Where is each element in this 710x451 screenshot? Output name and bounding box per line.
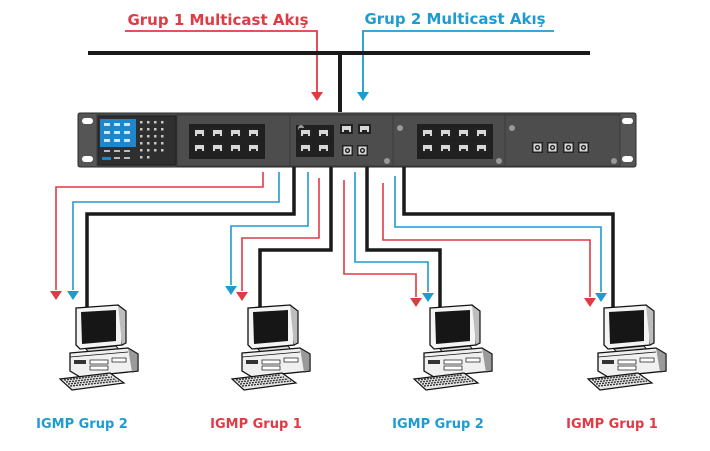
status-led [140, 142, 143, 145]
status-led [154, 142, 157, 145]
fiber-port [578, 142, 589, 153]
cable-to-host-3 [365, 167, 442, 307]
status-led [161, 128, 164, 131]
group1-stream-arrowhead [311, 92, 323, 101]
group2-stream-to-host-1 [72, 172, 280, 290]
cable-to-host-4 [402, 167, 615, 307]
group2-arrowhead [595, 293, 607, 302]
group2-stream-to-host-2 [230, 172, 309, 285]
group1-arrowhead [584, 298, 596, 307]
status-led [147, 135, 150, 138]
rj45-port [421, 143, 434, 153]
rj45-port [317, 143, 330, 153]
rj45-port [439, 143, 452, 153]
fiber-port [357, 145, 368, 156]
group1-stream-to-host-2 [241, 178, 320, 291]
stream-label-group1: Grup 1 Multicast Akış [127, 11, 308, 29]
host-label: IGMP Grup 1 [566, 417, 658, 432]
group1-arrowhead [236, 292, 248, 301]
fiber-port [342, 145, 353, 156]
stream-label-group1-text: Grup 1 Multicast Akış [127, 11, 308, 29]
group1-stream-to-host-1 [55, 172, 264, 290]
rj45-port [229, 128, 242, 138]
status-led [147, 149, 150, 152]
group2-arrowhead [422, 293, 434, 302]
group2-arrowhead [225, 286, 237, 295]
host-4: IGMP Grup 1 [566, 304, 667, 432]
fiber-port [563, 142, 574, 153]
network-switch-icon [77, 112, 637, 168]
fiber-port [547, 142, 558, 153]
rj45-port [439, 128, 452, 138]
rj45-port [457, 128, 470, 138]
rj45-port [247, 128, 260, 138]
backbone-cable [88, 51, 590, 112]
rj45-port [193, 128, 206, 138]
rj45-port [457, 143, 470, 153]
group2-stream-arrow [362, 30, 554, 92]
group1-arrowhead [410, 298, 422, 307]
rj45-port [475, 143, 488, 153]
host-3: IGMP Grup 2 [392, 304, 493, 432]
status-led [140, 121, 143, 124]
status-led [147, 128, 150, 131]
group1-stream-to-host-4 [382, 183, 591, 297]
status-led [147, 142, 150, 145]
status-led [161, 121, 164, 124]
rj45-port [317, 128, 330, 138]
rj45-port [211, 128, 224, 138]
rj45-port [475, 128, 488, 138]
group2-stream-to-host-4 [394, 176, 602, 292]
stream-label-group2-text: Grup 2 Multicast Akış [364, 10, 545, 28]
rj45-port [358, 124, 371, 134]
rj45-port [340, 124, 353, 134]
status-led [154, 121, 157, 124]
status-led [140, 128, 143, 131]
status-led [140, 149, 143, 152]
cable-to-host-1 [85, 167, 296, 307]
rj45-port [299, 128, 312, 138]
rj45-port [211, 143, 224, 153]
fiber-port [532, 142, 543, 153]
host-label: IGMP Grup 2 [392, 417, 484, 432]
desktop-computer-icon [413, 304, 493, 391]
group1-arrowhead [50, 291, 62, 300]
group2-stream-to-host-3 [354, 172, 429, 292]
status-led [140, 135, 143, 138]
status-led [147, 156, 150, 159]
status-led [161, 135, 164, 138]
host-links [50, 167, 615, 307]
stream-label-group2: Grup 2 Multicast Akış [364, 10, 545, 28]
rj45-port [229, 143, 242, 153]
group1-stream-to-host-3 [343, 180, 417, 297]
rj45-port [193, 143, 206, 153]
group1-stream-arrow [125, 30, 318, 92]
rj45-port [247, 143, 260, 153]
status-led [154, 149, 157, 152]
desktop-computer-icon [231, 304, 311, 391]
status-led [147, 121, 150, 124]
cable-to-host-2 [258, 167, 333, 307]
status-led [140, 156, 143, 159]
status-led [161, 149, 164, 152]
host-2: IGMP Grup 1 [210, 304, 311, 432]
group2-stream-arrowhead [357, 92, 369, 101]
desktop-computer-icon [59, 304, 139, 391]
status-led [161, 142, 164, 145]
host-label: IGMP Grup 1 [210, 417, 302, 432]
hosts: IGMP Grup 2 IGMP Grup 1 IGMP Grup 2 IGMP… [36, 304, 667, 432]
desktop-computer-icon [587, 304, 667, 391]
host-1: IGMP Grup 2 [36, 304, 139, 432]
stream-arrows [125, 30, 554, 101]
rj45-port [421, 128, 434, 138]
status-led [154, 135, 157, 138]
status-led [154, 128, 157, 131]
rj45-port [299, 143, 312, 153]
host-label: IGMP Grup 2 [36, 417, 128, 432]
group2-arrowhead [67, 291, 79, 300]
